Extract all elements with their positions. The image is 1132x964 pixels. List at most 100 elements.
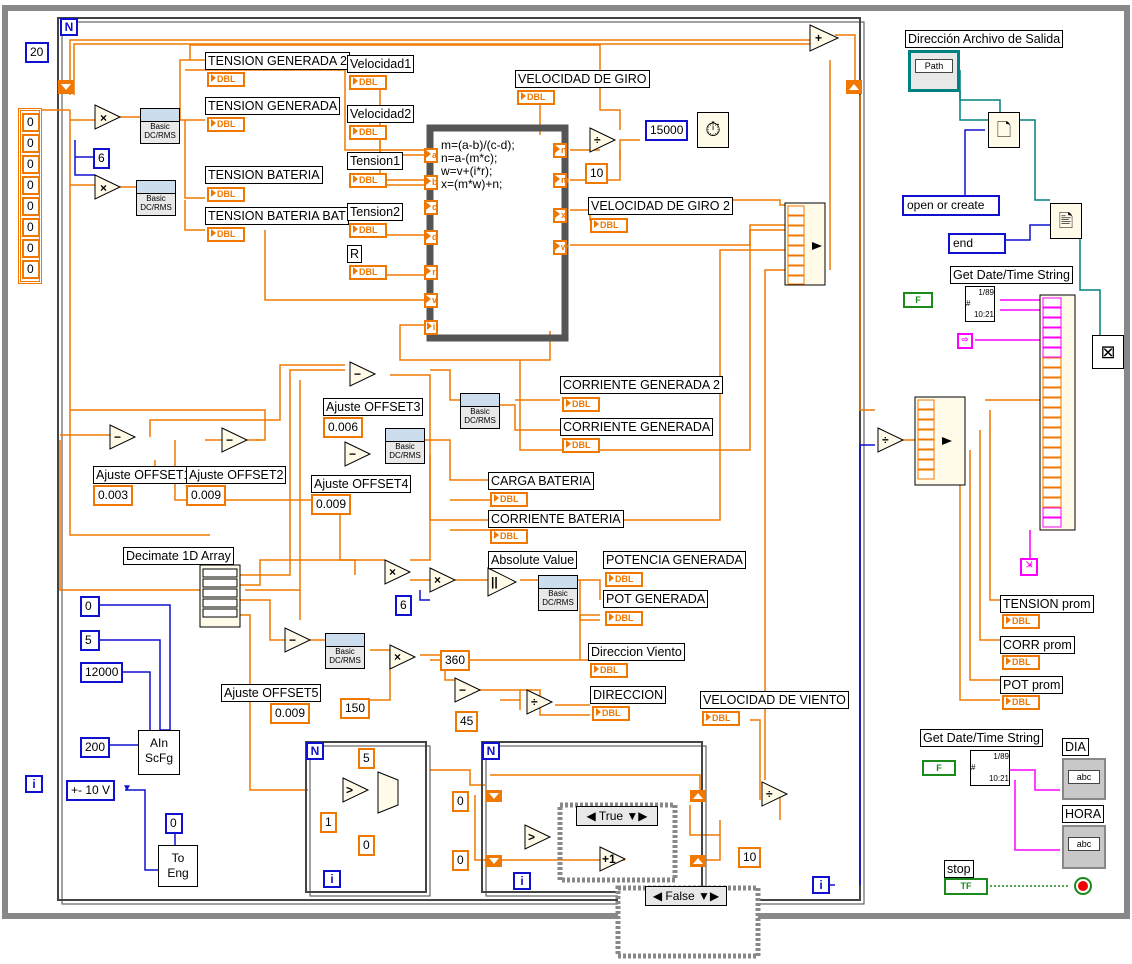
formula-output-w[interactable]: w	[553, 240, 568, 255]
velocidad-viento-terminal[interactable]: DBL	[702, 711, 740, 726]
to-eng-vi[interactable]: To Eng	[158, 845, 198, 887]
array-element[interactable]: 0	[22, 113, 40, 132]
hora-indicator[interactable]: abc	[1062, 825, 1106, 869]
formula-output-m[interactable]: m	[553, 173, 569, 188]
case-true-selector[interactable]: ◀ True ▼▶	[576, 806, 658, 826]
tension-bateria-terminal[interactable]: DBL	[207, 187, 245, 202]
tension-generada-terminal[interactable]: DBL	[207, 117, 245, 132]
basic-dc-rms-vi-5[interactable]: Basic DC/RMS	[538, 575, 578, 611]
corriente-generada-2-label: CORRIENTE GENERADA 2	[560, 376, 723, 394]
c1-loop-constant[interactable]: 1	[320, 812, 337, 833]
tension2-terminal[interactable]: DBL	[349, 223, 387, 238]
formula-input-v[interactable]: v	[424, 293, 438, 308]
velocidad2-terminal[interactable]: DBL	[349, 125, 387, 140]
case-false-selector[interactable]: ◀ False ▼▶	[645, 886, 727, 906]
boolean-constant-1[interactable]: F	[903, 292, 933, 308]
hash-field: #	[966, 299, 971, 308]
input-5-constant[interactable]: 5	[80, 630, 100, 651]
c0-loop-constant[interactable]: 0	[358, 835, 375, 856]
input-12000-constant[interactable]: 12000	[80, 662, 124, 683]
basic-dc-rms-vi-6[interactable]: Basic DC/RMS	[325, 633, 365, 669]
formula-input-r[interactable]: r	[424, 265, 438, 280]
basic-dc-rms-vi-1[interactable]: Basic DC/RMS	[140, 108, 180, 144]
six-constant-mid[interactable]: 6	[395, 595, 412, 616]
ten-constant-giro[interactable]: 10	[585, 163, 609, 184]
offset4-value[interactable]: 0.009	[311, 494, 352, 515]
c360-constant[interactable]: 360	[440, 650, 471, 671]
array-element[interactable]: 0	[22, 134, 40, 153]
pot-prom-terminal[interactable]: DBL	[1002, 695, 1040, 710]
tension-bateria-bat-terminal[interactable]: DBL	[207, 227, 245, 242]
input-0-constant[interactable]: 0	[80, 596, 100, 617]
velocidad-giro-terminal[interactable]: DBL	[517, 90, 555, 105]
open-file-icon[interactable]: 🗋	[988, 112, 1020, 148]
formula-output-n[interactable]: n	[553, 143, 567, 158]
tension-generada-2-terminal[interactable]: DBL	[207, 72, 245, 87]
direccion-terminal[interactable]: DBL	[592, 706, 630, 721]
c0-a-constant[interactable]: 0	[452, 791, 469, 812]
basic-dc-rms-vi-2[interactable]: Basic DC/RMS	[136, 180, 176, 216]
velocidad1-terminal[interactable]: DBL	[349, 75, 387, 90]
close-file-icon[interactable]: ⊠	[1092, 335, 1124, 369]
c45-constant[interactable]: 45	[455, 711, 479, 732]
formula-input-c[interactable]: c	[424, 200, 438, 215]
carga-bateria-terminal[interactable]: DBL	[490, 492, 528, 507]
array-element[interactable]: 0	[22, 197, 40, 216]
corriente-generada-2-terminal[interactable]: DBL	[562, 397, 600, 412]
open-or-create-selector[interactable]: open or create	[902, 195, 1000, 216]
stop-button[interactable]: TF	[944, 878, 988, 895]
velocidad-giro-2-terminal[interactable]: DBL	[590, 218, 628, 233]
array-element[interactable]: 0	[22, 155, 40, 174]
string-const-1[interactable]: ⇨	[957, 333, 973, 349]
string-const-2[interactable]: ⇲	[1020, 558, 1038, 576]
c150-constant[interactable]: 150	[340, 698, 371, 719]
input-200-constant[interactable]: 200	[80, 737, 111, 758]
basic-dc-rms-vi-3[interactable]: Basic DC/RMS	[460, 393, 500, 429]
write-file-icon[interactable]: 🖹	[1050, 203, 1082, 239]
chevron-down-icon[interactable]: ▼	[122, 783, 132, 794]
potencia-generada-terminal[interactable]: DBL	[605, 572, 643, 587]
r-terminal[interactable]: DBL	[349, 265, 387, 280]
offset2-value[interactable]: 0.009	[186, 485, 227, 506]
metronome-icon[interactable]: ⏱	[697, 112, 729, 148]
array-element[interactable]: 0	[22, 218, 40, 237]
initial-array[interactable]: 0 0 0 0 0 0 0 0	[18, 108, 42, 284]
boolean-constant-2[interactable]: F	[922, 760, 956, 776]
tension-prom-terminal[interactable]: DBL	[1002, 614, 1040, 629]
c10-bottom-constant[interactable]: 10	[738, 847, 762, 868]
formula-input-b[interactable]: b	[424, 175, 438, 190]
to-eng-0-constant[interactable]: 0	[165, 813, 183, 834]
basic-dc-rms-vi-4[interactable]: Basic DC/RMS	[385, 428, 425, 464]
array-element[interactable]: 0	[22, 260, 40, 279]
c5-loop-constant[interactable]: 5	[358, 748, 375, 769]
six-constant-top[interactable]: 6	[93, 148, 110, 169]
formula-input-a[interactable]: a	[424, 148, 438, 163]
direccion-viento-terminal[interactable]: DBL	[590, 663, 628, 678]
offset3-value[interactable]: 0.006	[323, 417, 364, 438]
formula-input-d[interactable]: d	[424, 230, 438, 245]
get-date-2-vi[interactable]: 1/89 # 10:21	[970, 750, 1010, 786]
pot-generada-terminal[interactable]: DBL	[605, 611, 643, 626]
formula-output-x[interactable]: x	[553, 208, 567, 223]
inner-for-loop-2	[481, 741, 703, 893]
array-element[interactable]: 0	[22, 239, 40, 258]
loop-count-constant[interactable]: 20	[25, 42, 49, 63]
formula-node[interactable]: m=(a-b)/(c-d); n=a-(m*c); w=v+(i*r); x=(…	[437, 135, 558, 331]
offset1-value[interactable]: 0.003	[93, 485, 134, 506]
corr-prom-terminal[interactable]: DBL	[1002, 655, 1040, 670]
ain-scfg-vi[interactable]: AIn ScFg	[138, 730, 180, 775]
path-control[interactable]: Path	[908, 50, 960, 92]
c0-b-constant[interactable]: 0	[452, 850, 469, 871]
corriente-bateria-terminal[interactable]: DBL	[490, 529, 528, 544]
corriente-generada-terminal[interactable]: DBL	[562, 438, 600, 453]
svg-text:−: −	[349, 447, 356, 461]
tension1-terminal[interactable]: DBL	[349, 173, 387, 188]
end-selector[interactable]: end	[948, 233, 1006, 254]
range-selector[interactable]: +- 10 V	[66, 780, 116, 801]
array-element[interactable]: 0	[22, 176, 40, 195]
dia-indicator[interactable]: abc	[1062, 758, 1106, 800]
offset5-value[interactable]: 0.009	[270, 703, 311, 724]
formula-input-i[interactable]: i	[424, 320, 438, 335]
frequency-constant[interactable]: 15000	[645, 120, 689, 141]
get-date-1-vi[interactable]: 1/89 # 10:21	[965, 286, 995, 322]
